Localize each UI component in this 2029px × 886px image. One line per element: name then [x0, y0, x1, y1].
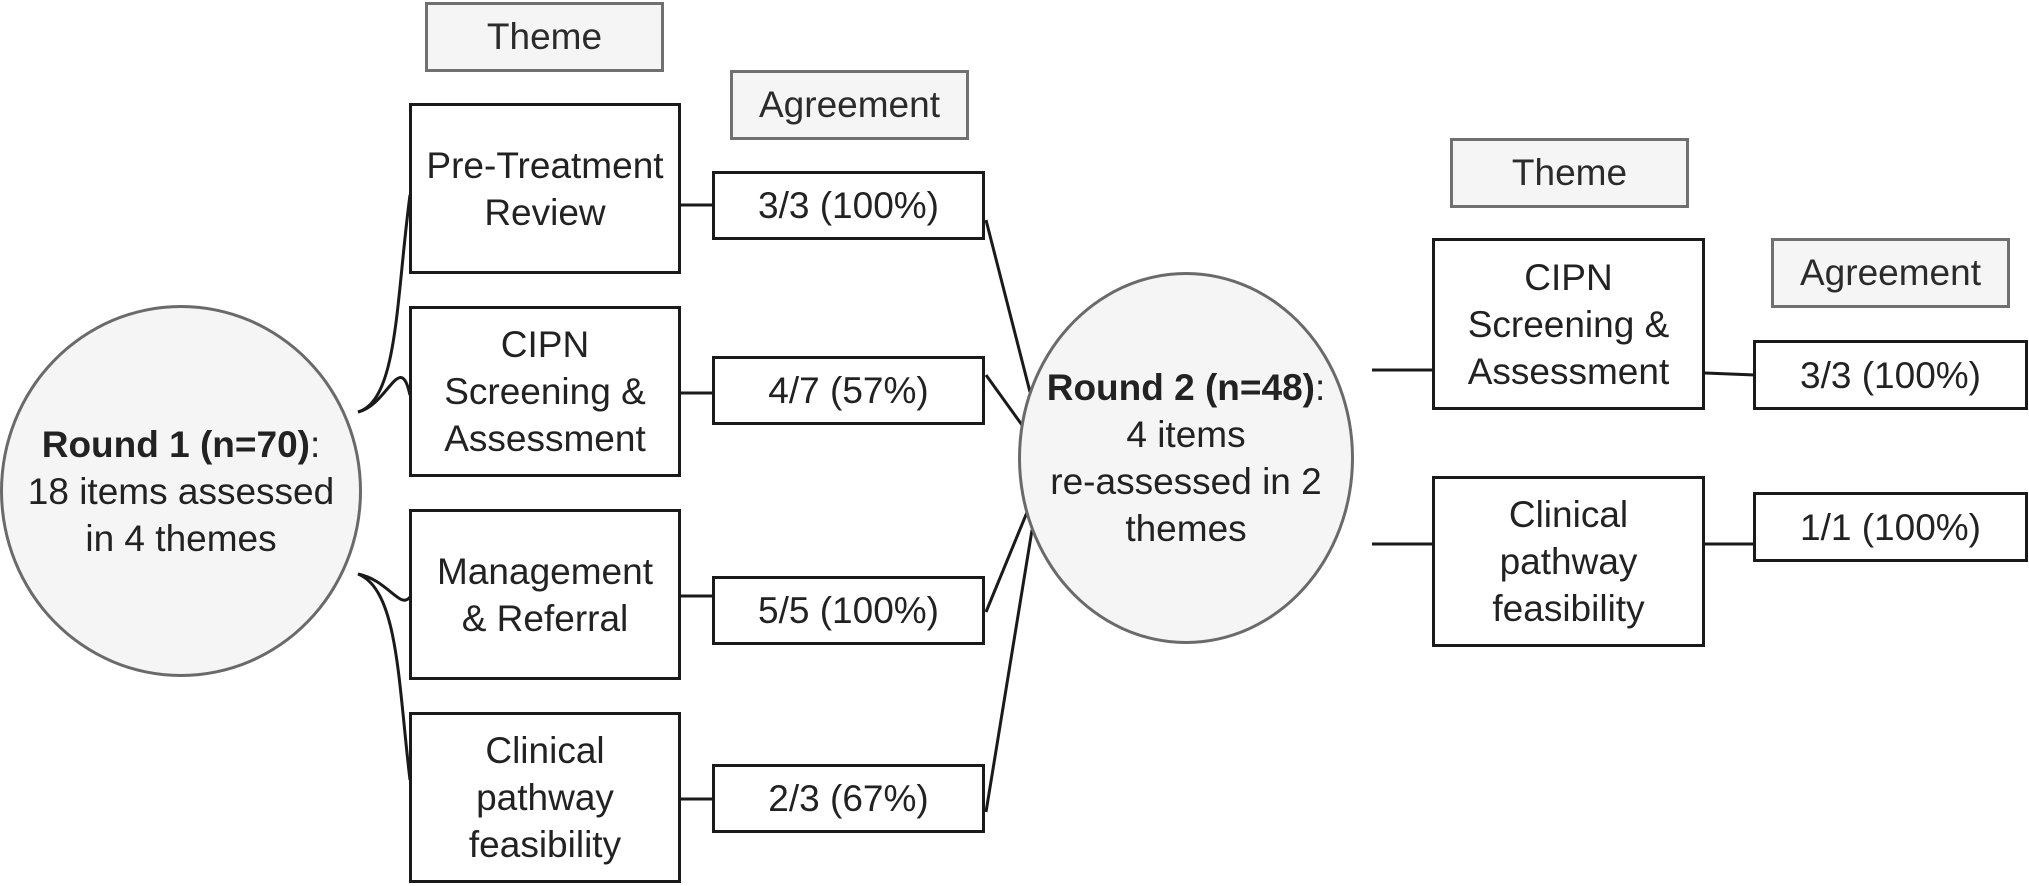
round1-agreement-box-3: 5/5 (100%) [712, 576, 985, 645]
round1-theme-label: Pre-Treatment Review [426, 144, 664, 233]
round1-theme-label: Clinical pathway feasibility [468, 730, 622, 865]
connector-agree-r2-2 [984, 374, 1024, 426]
round1-agreement-value: 3/3 (100%) [758, 185, 939, 226]
round2-title-colon: : [1315, 367, 1326, 408]
round1-agreement-box-2: 4/7 (57%) [712, 356, 985, 425]
round2-theme-box-cipn-screening: CIPN Screening & Assessment [1432, 238, 1705, 410]
round1-theme-header-label: Theme [486, 16, 603, 57]
connector-agree-r2-3 [984, 504, 1032, 613]
round1-theme-header: Theme [425, 2, 664, 72]
round1-items-text: 18 items assessed [27, 470, 335, 512]
round1-circle: Round 1 (n=70): 18 items assessed in 4 t… [0, 305, 362, 677]
round2-theme-header-label: Theme [1511, 152, 1628, 193]
round1-agreement-value: 4/7 (57%) [768, 370, 929, 411]
connector-r1-theme-4 [357, 572, 412, 781]
round2-theme-header: Theme [1450, 138, 1689, 208]
round1-agreement-value: 5/5 (100%) [758, 590, 939, 631]
round1-theme-label: Management & Referral [437, 550, 653, 639]
connector-r1-theme-1 [357, 194, 412, 414]
round1-title-colon: : [310, 423, 321, 465]
round1-theme-box-management-referral: Management & Referral [409, 509, 681, 680]
round2-theme-box-clinical-pathway: Clinical pathway feasibility [1432, 476, 1705, 647]
round1-themes-text: in 4 themes [85, 517, 277, 559]
round1-theme-box-cipn-screening: CIPN Screening & Assessment [409, 306, 681, 477]
round2-title: Round 2 (n=48) [1046, 367, 1315, 408]
round1-title: Round 1 (n=70) [41, 423, 310, 465]
round2-agreement-box-1: 3/3 (100%) [1753, 340, 2028, 410]
round2-agreement-header: Agreement [1771, 238, 2010, 308]
connector-r1-theme-2 [357, 376, 412, 414]
round2-themes-text: themes [1125, 508, 1247, 549]
round1-theme-box-clinical-pathway: Clinical pathway feasibility [409, 712, 681, 883]
round1-agreement-header-label: Agreement [759, 84, 940, 125]
round2-items-text: 4 items [1126, 414, 1246, 455]
round2-reassessed-text: re-assessed in 2 [1050, 461, 1322, 502]
connector-r2-agree-1 [1704, 371, 1756, 377]
round2-agreement-value: 3/3 (100%) [1800, 354, 1981, 396]
round1-agreement-header: Agreement [730, 70, 969, 140]
round1-agreement-box-1: 3/3 (100%) [712, 171, 985, 240]
round1-agreement-value: 2/3 (67%) [768, 778, 929, 819]
round2-theme-label: CIPN Screening & Assessment [1467, 256, 1670, 392]
connector-agree-r2-1 [984, 219, 1032, 393]
round1-agreement-box-4: 2/3 (67%) [712, 764, 985, 833]
round2-circle: Round 2 (n=48): 4 items re-assessed in 2… [1018, 272, 1354, 644]
round2-agreement-value: 1/1 (100%) [1800, 506, 1981, 548]
round2-agreement-box-2: 1/1 (100%) [1753, 492, 2028, 562]
round1-theme-label: CIPN Screening & Assessment [444, 324, 646, 459]
connector-agree-r2-4 [984, 529, 1034, 813]
round2-theme-label: Clinical pathway feasibility [1492, 494, 1645, 629]
connector-r1-theme-3 [357, 572, 412, 602]
round1-theme-box-pre-treatment-review: Pre-Treatment Review [409, 103, 681, 274]
round2-agreement-header-label: Agreement [1800, 252, 1981, 293]
